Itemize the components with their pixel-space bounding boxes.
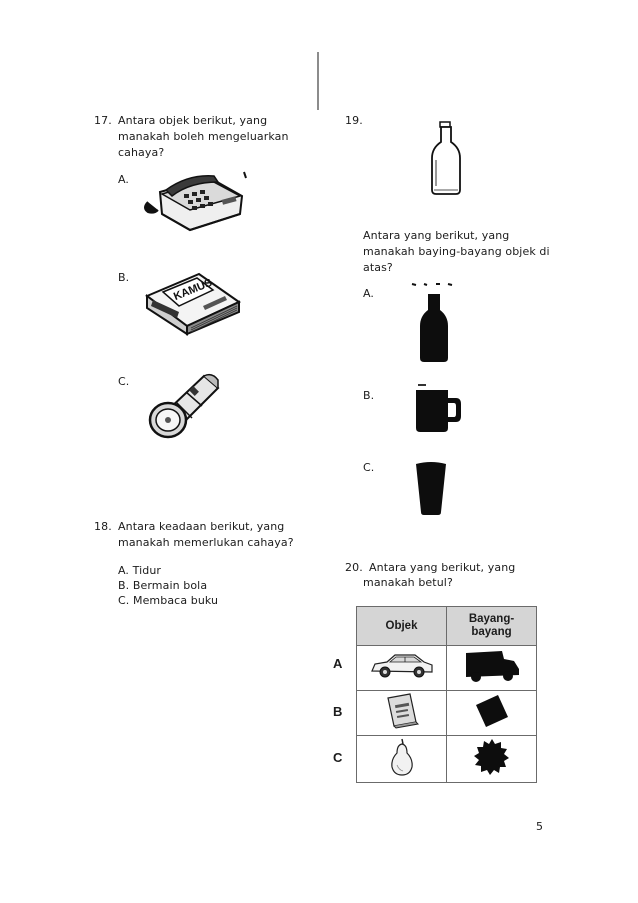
q18-text-line1: Antara keadaan berikut, yang (118, 520, 285, 533)
q19-text-line1: Antara yang berikut, yang (363, 229, 510, 242)
header-bayang-bayang: Bayang- bayang (446, 606, 537, 646)
flashlight-image (146, 370, 224, 442)
dictionary-book-image: KAMUS (143, 268, 243, 336)
q17-option-c-label: C. (118, 375, 130, 388)
q19-option-b-label: B. (363, 389, 375, 402)
lorry-shadow-cell (446, 645, 537, 691)
q19-option-a-label: A. (363, 287, 375, 300)
table-row (356, 645, 537, 691)
q19-text-line3: atas? (363, 261, 393, 274)
q17-text-line1: Antara objek berikut, yang (118, 114, 268, 127)
pear-cell (356, 735, 447, 783)
durian-shadow-image (473, 739, 509, 775)
q17-number: 17. (94, 114, 112, 127)
q20-text-line2: manakah betul? (363, 576, 453, 589)
book-shadow-image (475, 695, 508, 727)
q18-option-a: A. Tidur (118, 564, 162, 577)
car-cell (356, 645, 447, 691)
row-label-a: A (333, 656, 343, 671)
q18-option-c: C. Membaca buku (118, 594, 219, 607)
cup-shadow-image (414, 460, 448, 516)
car-image (370, 654, 433, 678)
column-divider (317, 52, 319, 110)
q20-number: 20. (345, 561, 363, 574)
row-label-b: B (333, 704, 343, 719)
lorry-shadow-image (465, 651, 519, 682)
durian-shadow-cell (446, 735, 537, 783)
header-objek: Objek (356, 606, 447, 646)
pear-image (390, 738, 413, 776)
table-row (356, 735, 537, 783)
object-shadow-table: Objek Bayang- bayang (356, 606, 537, 783)
telephone-image (140, 170, 248, 234)
q19-option-c-label: C. (363, 461, 375, 474)
book-image (386, 693, 419, 729)
book-shadow-cell (446, 690, 537, 736)
book-cell (356, 690, 447, 736)
q18-text-line2: manakah memerlukan cahaya? (118, 536, 294, 549)
q17-text-line2: manakah boleh mengeluarkan (118, 130, 289, 143)
q18-number: 18. (94, 520, 112, 533)
q17-text-line3: cahaya? (118, 146, 165, 159)
page-number: 5 (536, 820, 543, 833)
mug-shadow-image (414, 384, 464, 434)
bottle-shadow-image (408, 282, 462, 366)
q19-text-line2: manakah baying-bayang objek di (363, 245, 550, 258)
q17-option-a-label: A. (118, 173, 130, 186)
row-label-c: C (333, 750, 343, 765)
q17-option-b-label: B. (118, 271, 130, 284)
q20-text-line1: Antara yang berikut, yang (369, 561, 516, 574)
q19-number: 19. (345, 114, 363, 127)
q18-option-b: B. Bermain bola (118, 579, 208, 592)
glass-bottle-image (428, 120, 464, 196)
table-row (356, 690, 537, 736)
